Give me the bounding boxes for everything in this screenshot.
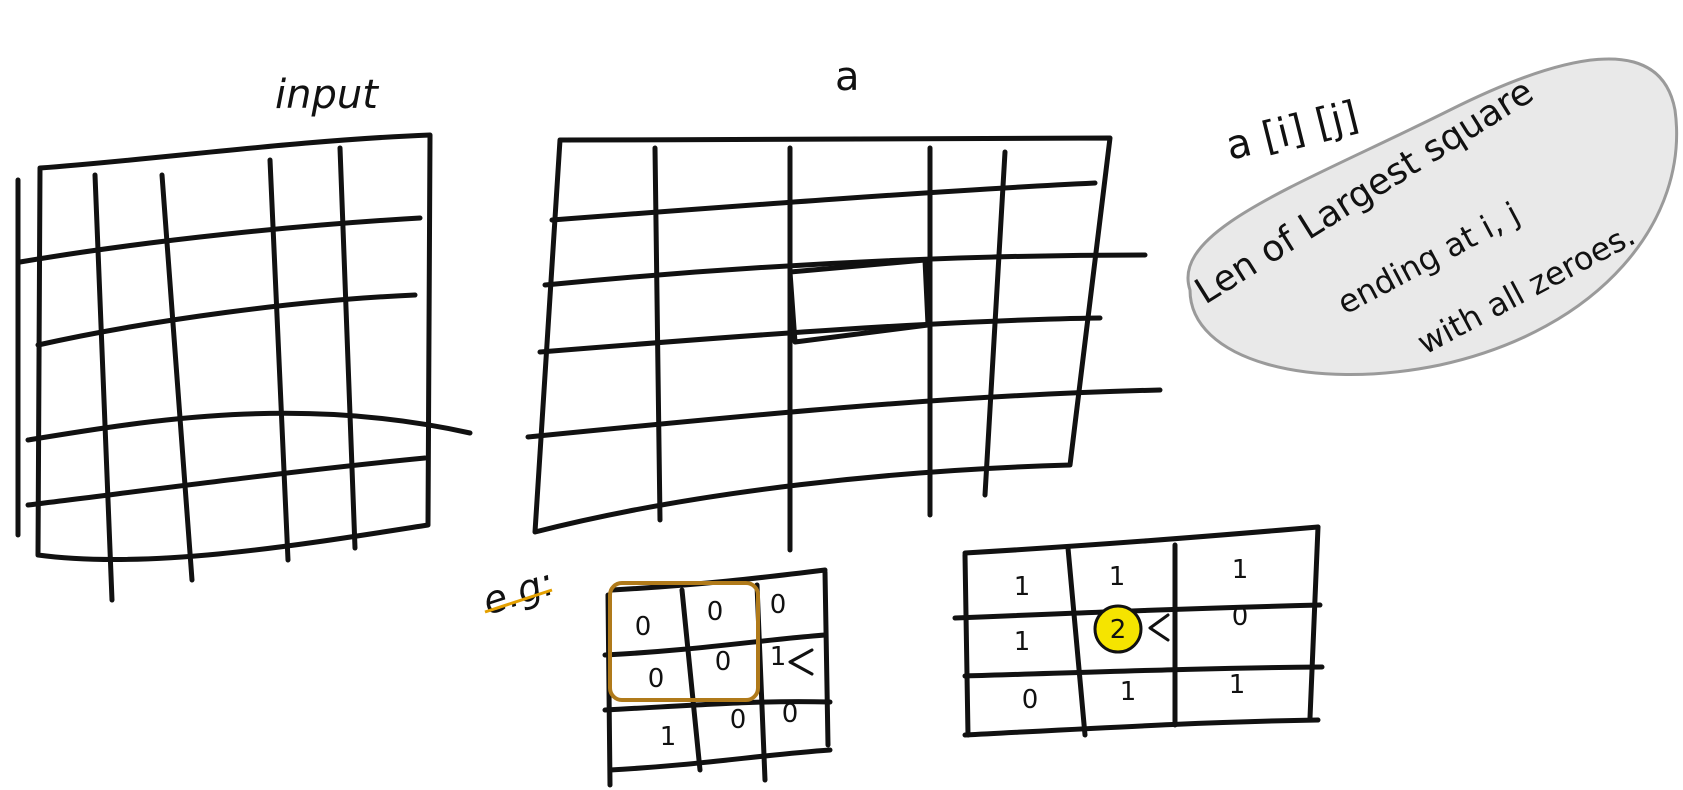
a-grid <box>525 135 1163 553</box>
input-grid-label: input <box>275 72 379 118</box>
ex-right-r1c2: 0 <box>1232 602 1249 632</box>
example-matrix-right <box>952 524 1325 738</box>
ex-left-r2c1: 1 <box>660 722 677 752</box>
ex-right-r1c1: 2 <box>1110 615 1127 645</box>
ex-left-r1c0: 0 <box>648 664 665 694</box>
definition-title: a [i] [j] <box>1221 93 1363 170</box>
input-grid <box>15 132 473 603</box>
ex-left-r0c0: 0 <box>635 612 652 642</box>
ex-right-r2c1: 1 <box>1120 677 1137 707</box>
ex-left-r0c1: 0 <box>707 597 724 627</box>
ex-left-r1c2: 1 <box>770 642 787 672</box>
example-matrix-left <box>602 567 833 788</box>
definition-bubble <box>1186 57 1678 376</box>
ex-left-r2c3: 0 <box>782 699 799 729</box>
ex-right-r1c0: 1 <box>1014 627 1031 657</box>
ex-left-r2c2: 0 <box>730 705 747 735</box>
pointer-arrow-left <box>788 648 814 676</box>
ex-right-r2c2: 1 <box>1229 670 1246 700</box>
ex-right-r0c2: 1 <box>1232 555 1249 585</box>
ex-right-r0c1: 1 <box>1109 562 1126 592</box>
ex-right-r0c0: 1 <box>1014 572 1031 602</box>
pointer-arrow-right <box>1148 613 1170 642</box>
ex-left-r1c1: 0 <box>715 647 732 677</box>
ex-right-r2c0: 0 <box>1022 685 1039 715</box>
ex-left-r0c2: 0 <box>770 590 787 620</box>
a-grid-label: a <box>835 54 860 100</box>
